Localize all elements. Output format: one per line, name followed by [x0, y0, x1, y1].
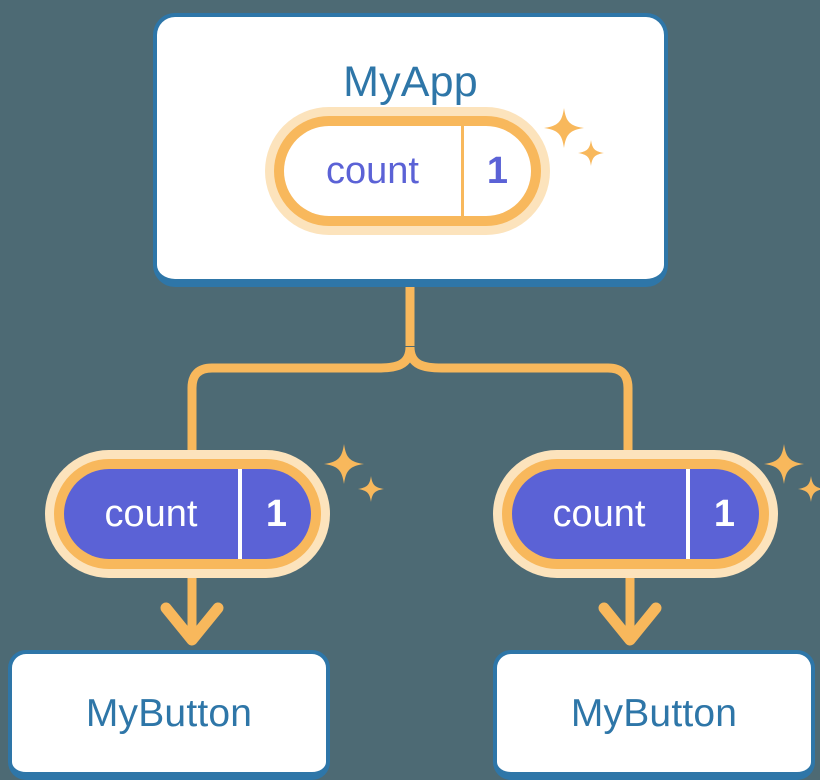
state-pill-mybutton-left[interactable]: count 1 [45, 450, 330, 578]
state-pill-body: count 1 [512, 469, 759, 559]
state-pill-body: count 1 [64, 469, 311, 559]
state-value-label: 1 [713, 492, 736, 535]
component-title-mybutton-right: MyButton [570, 692, 738, 735]
state-pill-mybutton-right[interactable]: count 1 [493, 450, 778, 578]
connector-branch-right [405, 346, 633, 450]
state-value-label: 1 [265, 492, 288, 535]
state-value-label: 1 [486, 149, 509, 192]
connector-arrow-right-head [598, 602, 662, 646]
connector-arrow-left-head [160, 602, 224, 646]
component-card-mybutton-left[interactable]: MyButton [8, 650, 330, 780]
state-key-label: count [512, 469, 690, 559]
component-card-mybutton-right[interactable]: MyButton [493, 650, 815, 780]
component-title-mybutton-left: MyButton [85, 692, 253, 735]
component-title-myapp: MyApp [343, 58, 478, 106]
state-pill-myapp[interactable]: count 1 [265, 107, 550, 235]
state-key-label: count [64, 469, 242, 559]
connector-branch-left [187, 346, 415, 450]
state-pill-body: count 1 [284, 126, 531, 216]
state-key-label: count [284, 126, 464, 216]
